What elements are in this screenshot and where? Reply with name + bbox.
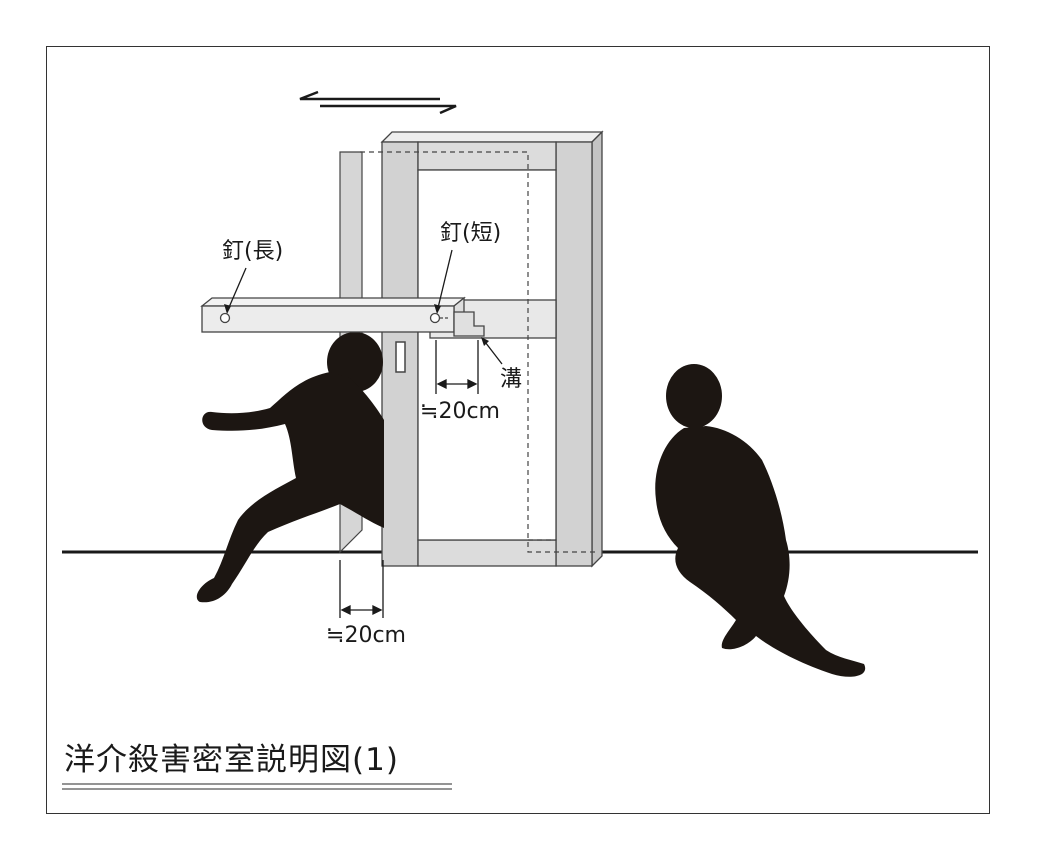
- leader-arrowheads: [224, 304, 489, 346]
- label-nail-long: 釘(長): [222, 239, 283, 264]
- wooden-bar: [200, 296, 485, 337]
- nail-long-mark: [219, 312, 231, 324]
- right-person-silhouette: [655, 364, 866, 677]
- hidden-door-outline: [360, 151, 598, 553]
- label-gap-lower: ≒20cm: [326, 623, 406, 648]
- dimension-lower: [339, 560, 384, 618]
- label-groove: 溝: [500, 367, 522, 392]
- dimension-upper: [435, 340, 479, 394]
- left-person-silhouette: [196, 332, 384, 603]
- diagram-caption: 洋介殺害密室説明図(1): [64, 742, 399, 778]
- sliding-direction-arrow: [299, 90, 457, 115]
- door-handle: [395, 341, 406, 373]
- label-nail-short: 釘(短): [440, 221, 501, 246]
- label-gap-upper: ≒20cm: [420, 399, 500, 424]
- caption-underline: [62, 783, 452, 790]
- nail-short-mark: [429, 312, 441, 324]
- door-frame: [380, 130, 604, 568]
